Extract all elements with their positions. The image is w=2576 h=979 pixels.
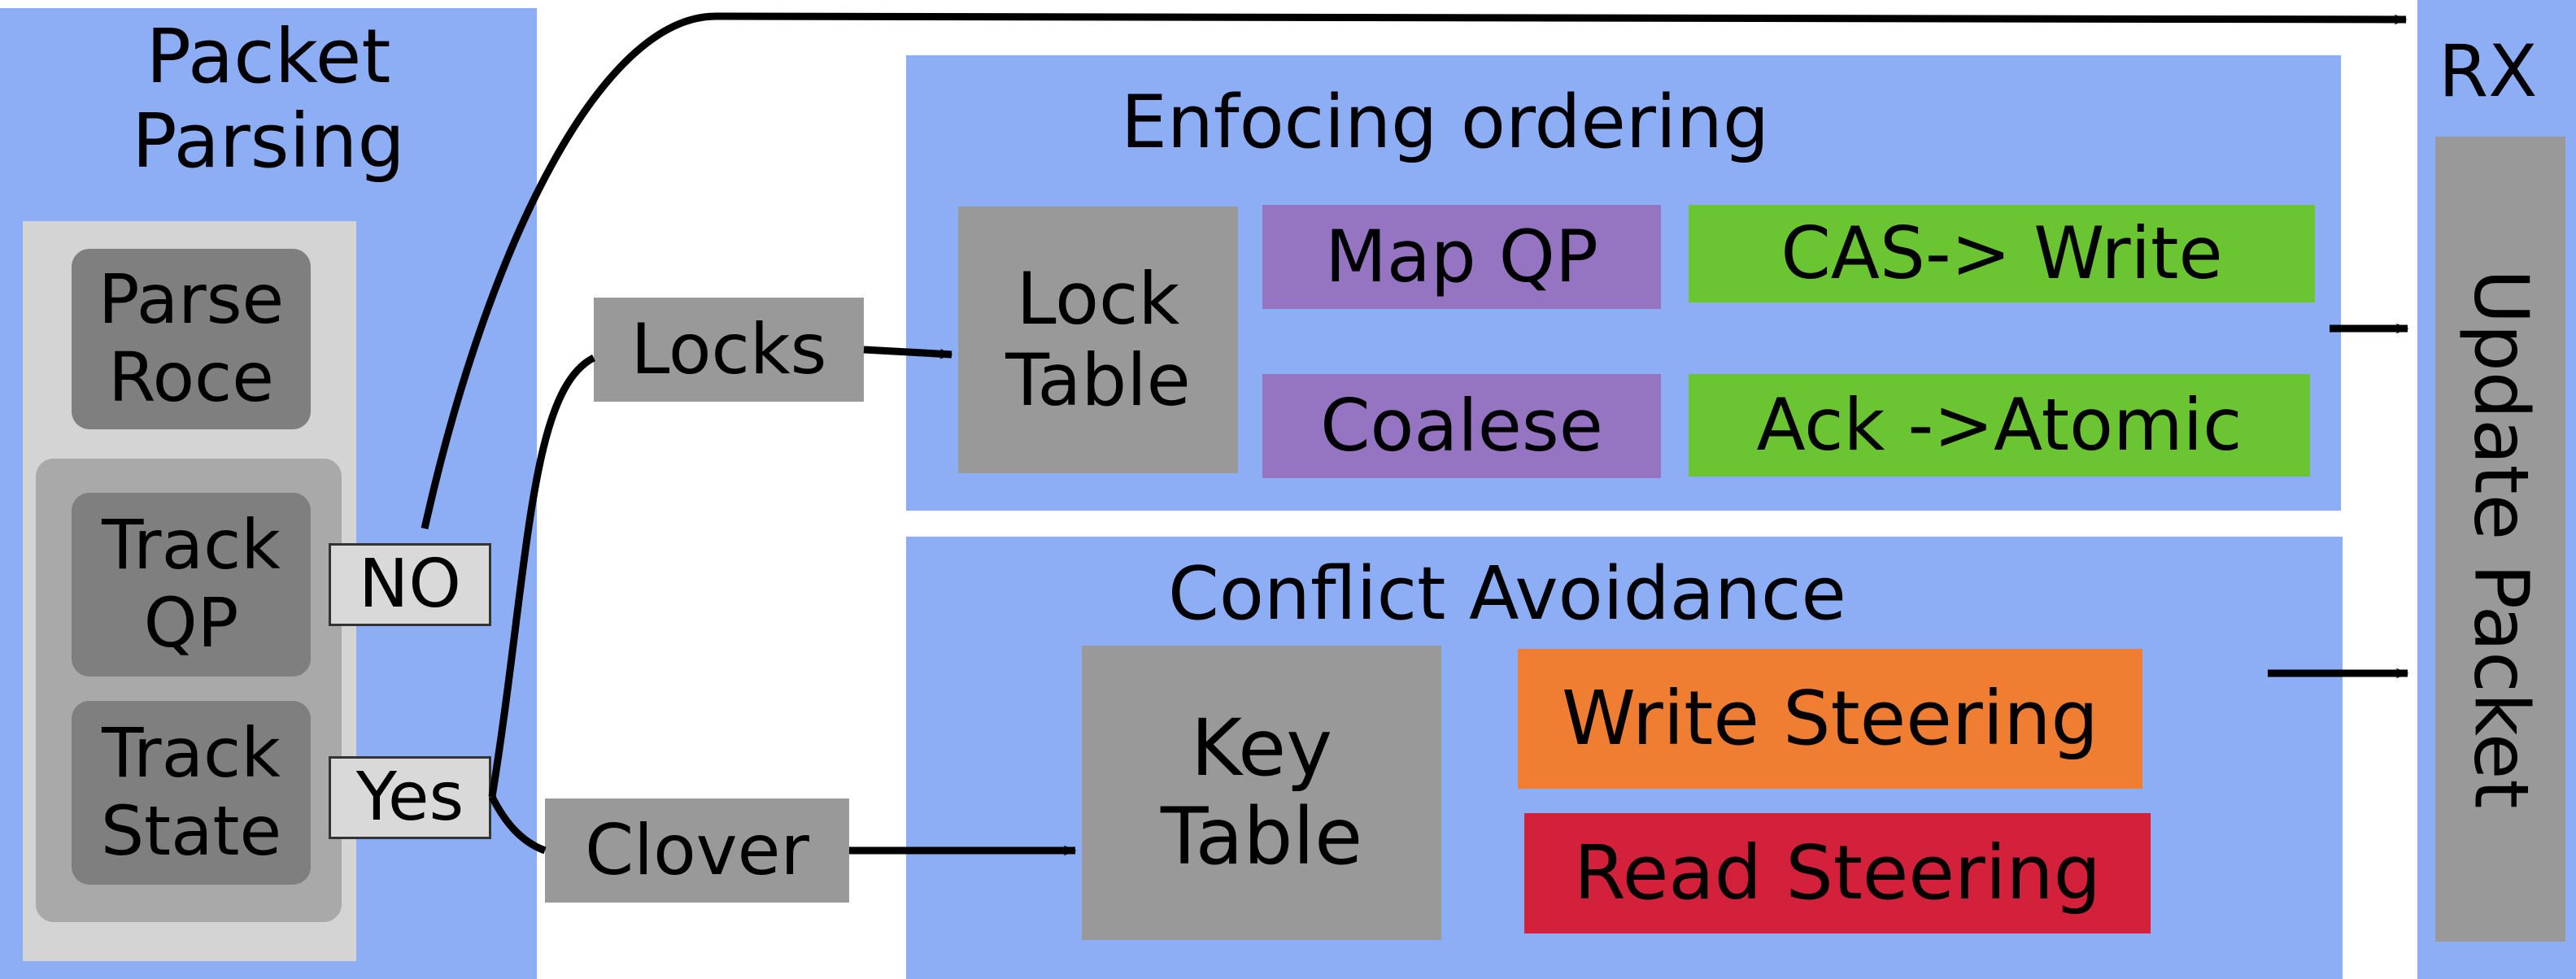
track-state-block: Track State [72, 701, 311, 885]
update-packet-block [2435, 137, 2565, 942]
rx-title: RX [2439, 29, 2538, 113]
yes-to-clover-curve [488, 794, 547, 855]
clover-box: Clover [545, 798, 849, 903]
locks-box: Locks [594, 298, 864, 402]
conflict-title: Conflict Avoidance [1168, 551, 1846, 637]
ack-atomic-block: Ack ->Atomic [1689, 374, 2310, 476]
packet-parsing-title: Packet Parsing [132, 13, 405, 185]
no-to-rx-arrow [421, 12, 2408, 529]
no-tag: NO [329, 543, 491, 626]
key-table-block: Key Table [1082, 646, 1441, 940]
cas-write-block: CAS-> Write [1689, 205, 2315, 302]
coalese-block: Coalese [1262, 374, 1661, 478]
update-packet-label: Update Packet [2457, 269, 2545, 809]
read-steering-block: Read Steering [1524, 813, 2151, 933]
ordering-title: Enfocing ordering [1121, 80, 1770, 165]
write-steering-block: Write Steering [1518, 649, 2142, 789]
locks-to-lock-table-arrow [863, 346, 953, 359]
track-qp-block: Track QP [72, 493, 311, 677]
yes-to-locks-curve [488, 354, 596, 798]
map-qp-block: Map QP [1262, 205, 1661, 309]
yes-tag: Yes [329, 756, 491, 839]
parse-roce-block: Parse Roce [72, 249, 311, 429]
lock-table-block: Lock Table [958, 207, 1238, 473]
